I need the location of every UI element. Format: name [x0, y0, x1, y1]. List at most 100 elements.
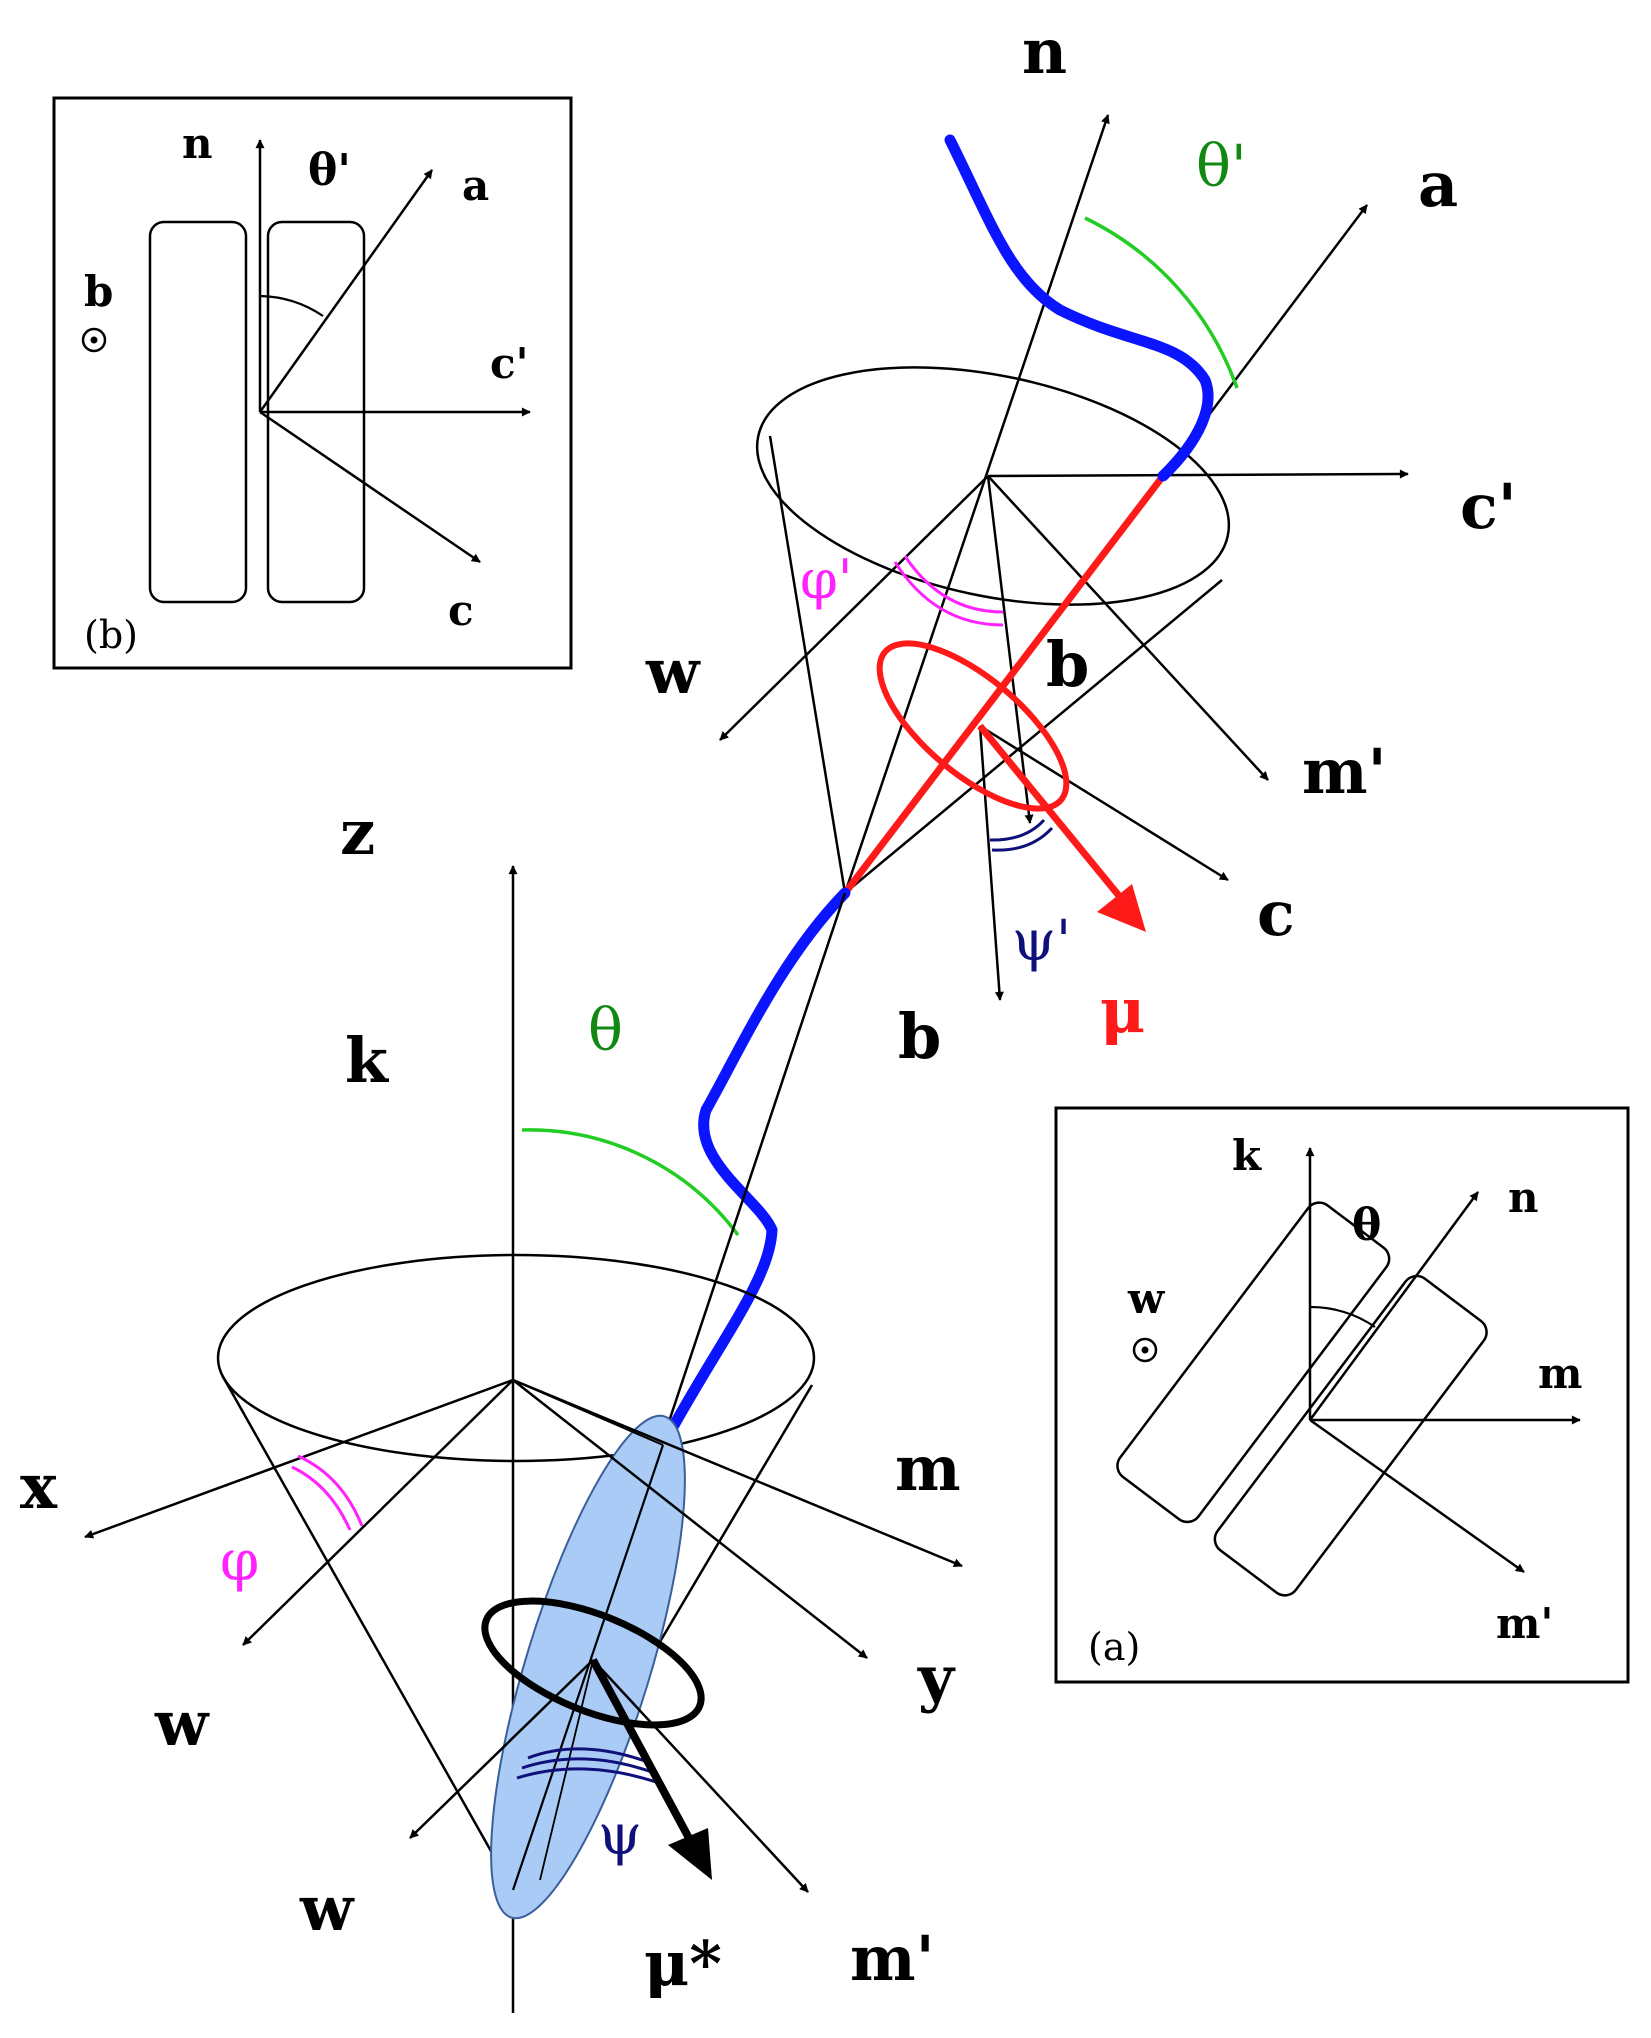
upper-mprime-line	[986, 475, 1034, 824]
lower-frame	[84, 865, 963, 2013]
inset-a-frame	[1054, 1106, 1630, 1684]
inset-a-theta-arc	[1309, 1305, 1376, 1328]
inset-b-label-c-prime: c'	[490, 339, 528, 388]
inset-b-tag: (b)	[84, 613, 138, 657]
inset-b-left-block	[148, 220, 248, 604]
label-n-main: n	[1022, 15, 1067, 88]
lower-psi-arc-1	[527, 1747, 649, 1764]
lower-m-axis	[512, 1378, 963, 1568]
label-c-main: c	[1257, 877, 1295, 950]
main-labels: n θ' a c' φ' w b m' c ψ' μ z θ k b x m φ…	[20, 15, 1517, 2000]
lower-rod-axis	[511, 1444, 665, 1891]
inset-b-out-of-plane-icon	[81, 327, 107, 353]
label-k-main: k	[345, 1024, 390, 1097]
inset-a-label-theta: θ	[1352, 1200, 1381, 1251]
lower-x-axis	[84, 1378, 514, 1539]
upper-mu-arrow	[977, 723, 1123, 900]
label-w-upper-main: w	[645, 635, 701, 708]
inset-a-label-k: k	[1232, 1131, 1262, 1180]
upper-n-axis	[843, 114, 1110, 894]
lower-phi-arc	[291, 1465, 352, 1531]
label-psi-main: ψ	[598, 1803, 642, 1868]
upper-c-axis	[979, 724, 1229, 882]
lower-cone-base-ellipse	[216, 1253, 816, 1463]
label-mu-main: μ	[1100, 974, 1145, 1047]
upper-phi-prime-arc	[893, 561, 1004, 627]
lower-psi-arc-2	[521, 1757, 653, 1774]
lower-mu-star-arrowhead	[668, 1828, 712, 1880]
upper-m-prime-axis	[987, 475, 1269, 781]
inset-b-c-axis	[259, 410, 481, 564]
inset-b: n θ' a b c' c (b)	[52, 96, 573, 670]
inset-b-label-theta-prime: θ'	[308, 145, 351, 196]
upper-dipole-rod	[842, 473, 1166, 896]
inset-b-label-b: b	[84, 267, 113, 316]
upper-mu-arrowhead	[1097, 884, 1146, 932]
inset-b-out-of-plane-dot	[90, 336, 98, 344]
inset-a-label-m-prime: m'	[1496, 1599, 1553, 1648]
lower-w-axis-lower	[409, 1659, 594, 1839]
upper-frame	[719, 114, 1409, 1001]
inset-a-out-of-plane-icon	[1132, 1337, 1158, 1363]
inset-a-left-block	[1116, 1201, 1391, 1524]
lower-black-ring	[481, 1597, 705, 1729]
upper-psi-prime-arc	[991, 826, 1054, 852]
inset-b-theta-prime-arc	[259, 294, 324, 317]
lower-psi-arc-3	[516, 1767, 657, 1784]
lower-w-axis-upper	[242, 1379, 514, 1646]
upper-cone-side-right	[844, 579, 1223, 894]
upper-cone-side-left	[768, 435, 847, 894]
label-psi-prime-main: ψ'	[1012, 909, 1071, 974]
inset-a-label-n: n	[1508, 1173, 1539, 1222]
label-phi-main: φ	[220, 1529, 259, 1594]
lower-phi-arc-inner	[297, 1454, 364, 1527]
label-x-main: x	[20, 1450, 58, 1523]
label-w-lower-main: w	[299, 1872, 355, 1945]
lower-theta-arc	[521, 1128, 740, 1237]
upper-cone-base-ellipse	[755, 366, 1231, 606]
inset-a-label-w: w	[1127, 1274, 1165, 1323]
label-theta-prime-main: θ'	[1196, 132, 1247, 200]
inset-a-m-prime-axis	[1309, 1418, 1525, 1574]
inset-b-label-n: n	[182, 119, 213, 168]
inset-a-out-of-plane-dot	[1141, 1346, 1149, 1354]
inset-b-a-axis	[258, 169, 434, 413]
label-a-main: a	[1418, 148, 1458, 221]
label-mu-star-main: μ*	[644, 1927, 722, 2000]
upper-red-ring	[876, 640, 1070, 812]
upper-theta-prime-arc	[1084, 216, 1239, 389]
upper-phi-prime-arc-inner	[903, 555, 1004, 614]
label-w-upper-lower-main: w	[154, 1687, 210, 1760]
inset-a-n-axis	[1308, 1191, 1480, 1421]
inset-b-label-c: c	[448, 586, 474, 635]
inset-a-label-m: m	[1538, 1349, 1582, 1398]
inset-a-tag: (a)	[1088, 1625, 1140, 1669]
upper-chain	[944, 134, 1214, 482]
middle-chain	[657, 887, 851, 1451]
upper-psi-prime-arc-inner	[989, 818, 1046, 842]
inset-b-label-a: a	[462, 161, 489, 210]
label-b-upper-main: b	[1046, 628, 1089, 701]
label-m-main: m	[895, 1432, 961, 1505]
lower-to-rod-top	[512, 1379, 664, 1446]
label-y-main: y	[917, 1642, 956, 1715]
label-m-prime-upper-main: m'	[1302, 735, 1387, 808]
lower-m-prime-axis	[592, 1659, 809, 1893]
upper-w-axis	[719, 475, 989, 741]
lower-y-axis	[512, 1379, 868, 1659]
label-b-lower-main: b	[898, 1000, 941, 1073]
inset-a-right-block	[1213, 1274, 1488, 1597]
label-phi-prime-main: φ'	[800, 548, 853, 611]
label-m-prime-lower-main: m'	[850, 1922, 935, 1995]
upper-c-prime-axis	[987, 469, 1409, 479]
label-c-prime-main: c'	[1460, 470, 1517, 543]
label-z-main: z	[340, 796, 375, 869]
lower-mu-star-arrow	[589, 1658, 694, 1842]
label-theta-main: θ	[588, 996, 623, 1064]
lower-cone-side-left	[220, 1374, 515, 1891]
upper-b-axis	[978, 725, 1004, 1001]
inset-b-frame	[52, 96, 573, 670]
inset-a: k θ n w m m' (a)	[1054, 1106, 1630, 1684]
